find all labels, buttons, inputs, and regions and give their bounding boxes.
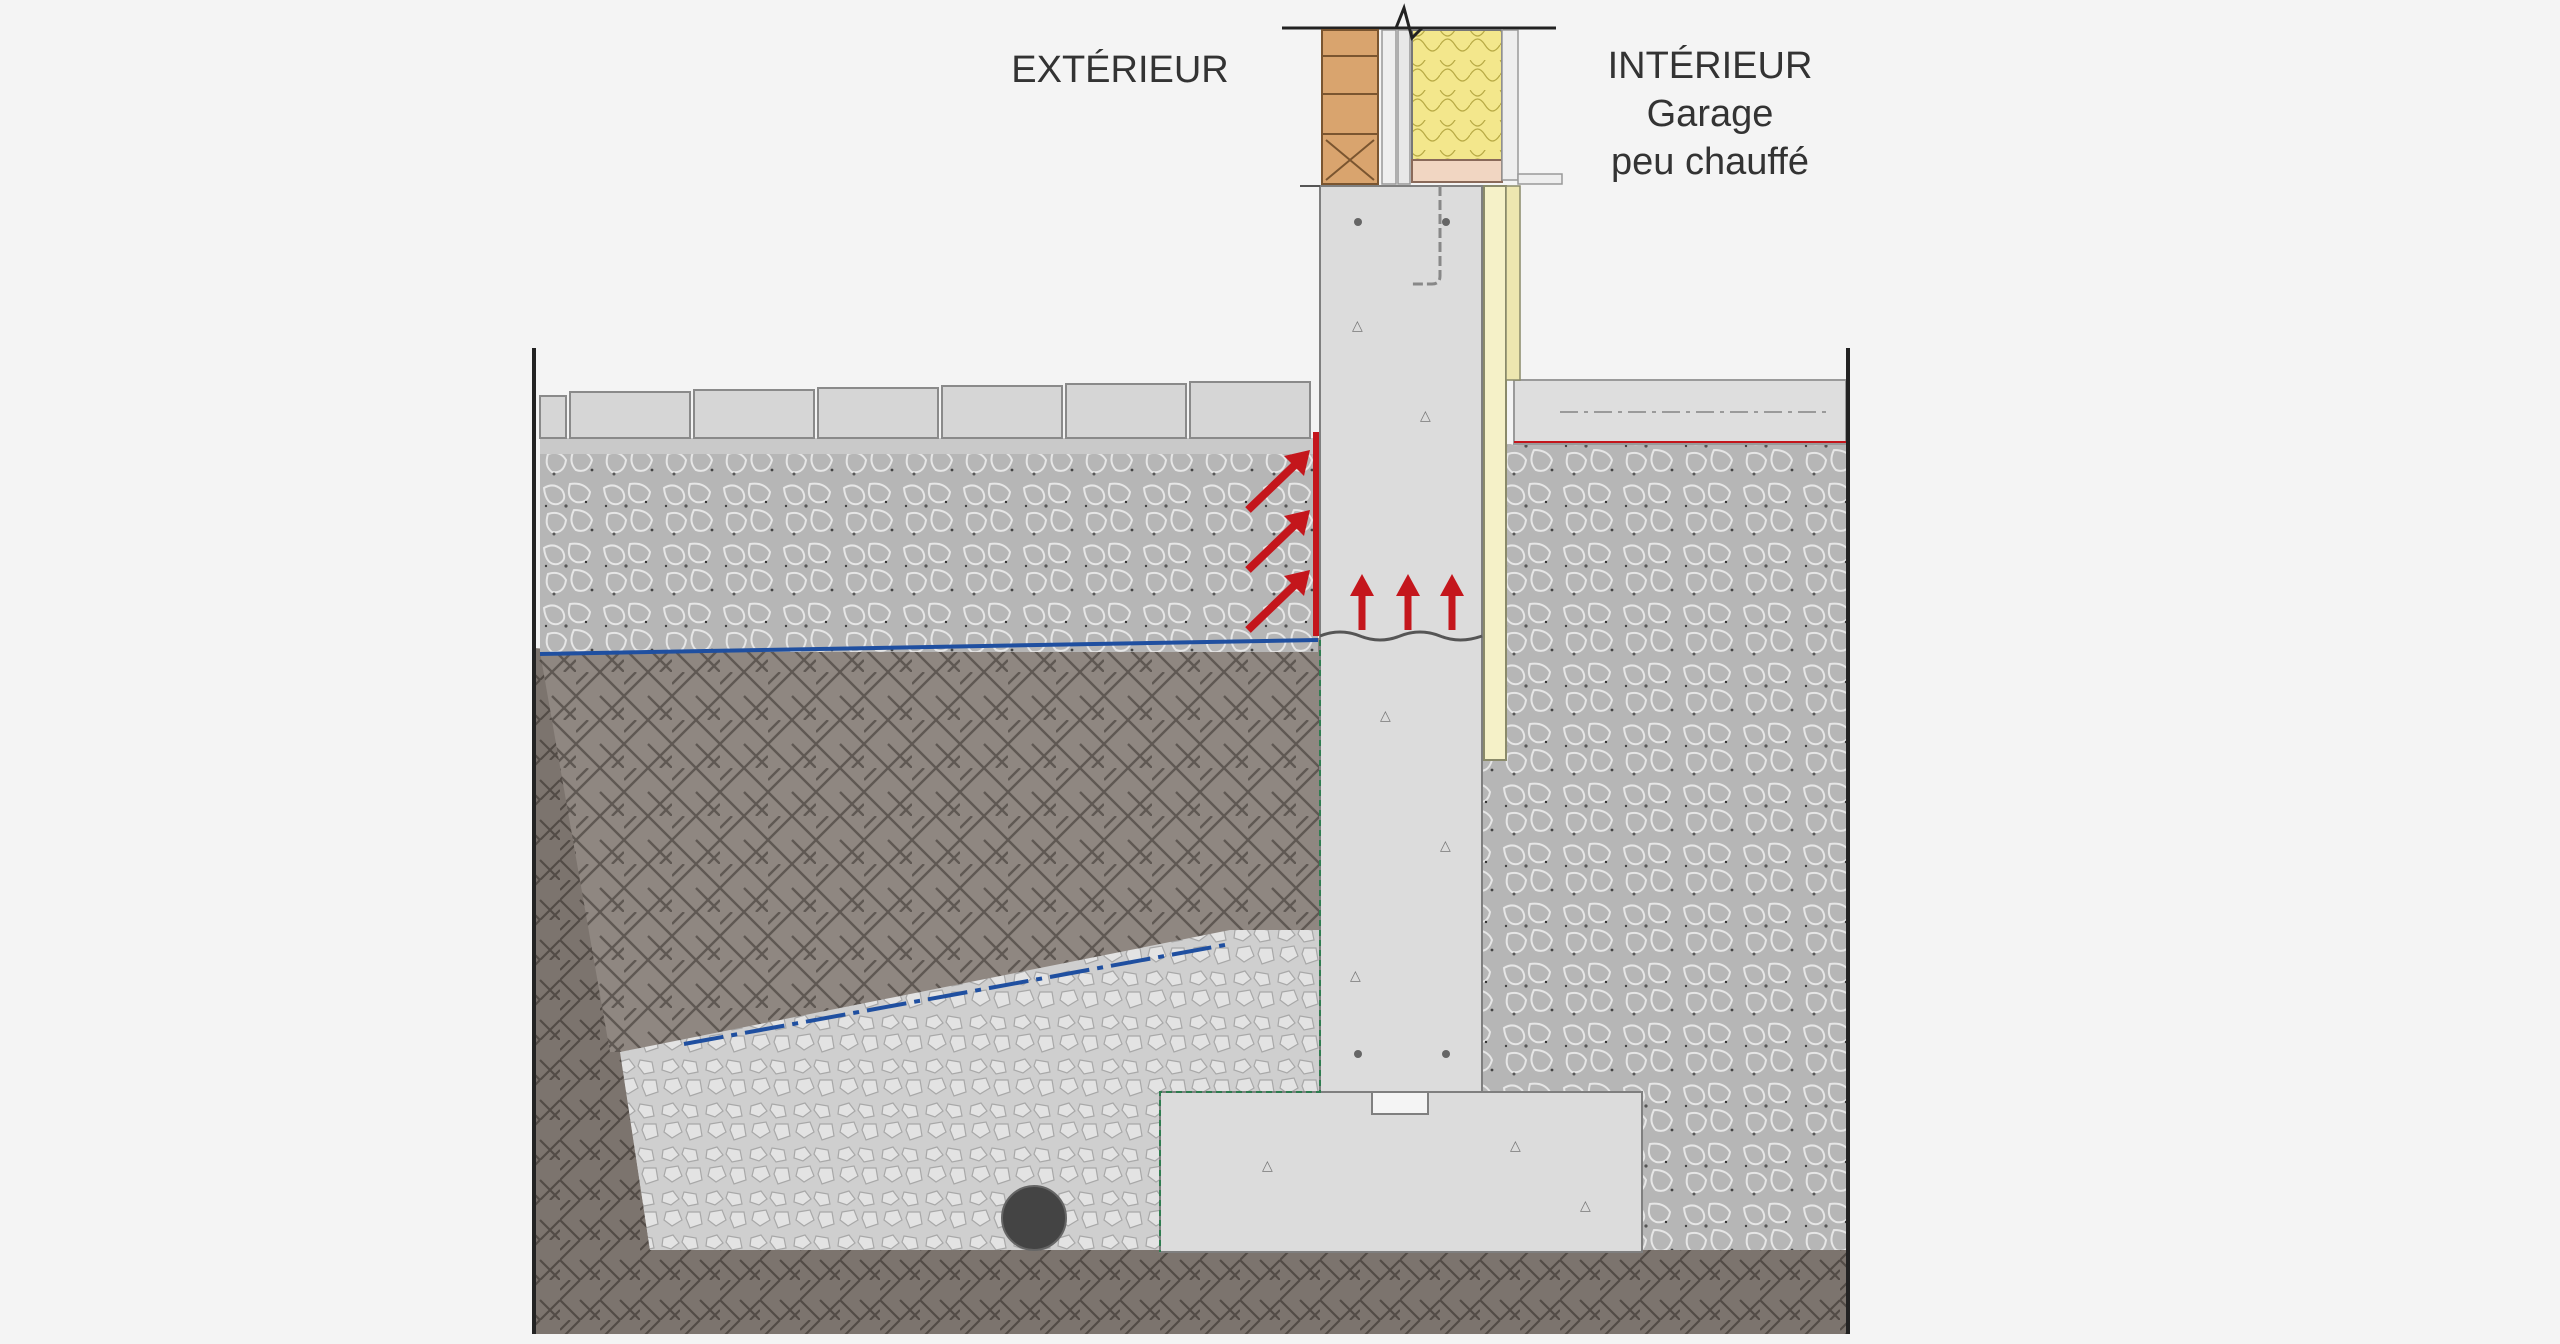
crushed-stone-bed bbox=[620, 930, 1320, 1250]
svg-text:△: △ bbox=[1350, 967, 1361, 983]
svg-text:△: △ bbox=[1380, 707, 1391, 723]
svg-text:△: △ bbox=[1580, 1197, 1591, 1213]
water-table-lines bbox=[539, 638, 1319, 1046]
paving-blocks bbox=[539, 381, 1311, 439]
interior-label-line1: INTÉRIEUR bbox=[1607, 45, 1813, 87]
svg-text:△: △ bbox=[1262, 1157, 1273, 1173]
drain-pipe-icon bbox=[1001, 1185, 1067, 1251]
svg-text:△: △ bbox=[1352, 317, 1363, 333]
svg-text:△: △ bbox=[1510, 1137, 1521, 1153]
concrete-footing: △ △ △ bbox=[1159, 1091, 1643, 1253]
svg-text:△: △ bbox=[1420, 407, 1431, 423]
interior-label-line2: Garage bbox=[1646, 93, 1774, 135]
moisture-arrow-icon bbox=[1350, 574, 1464, 630]
exterior-label: EXTÉRIEUR bbox=[1011, 49, 1229, 91]
exterior-gravel-layer bbox=[540, 452, 1318, 652]
dampproofing-membrane bbox=[1159, 640, 1321, 1252]
garage-slab bbox=[1513, 379, 1847, 445]
foundation-wall: △ △ △ △ △ bbox=[1319, 185, 1483, 1093]
excavation-outline bbox=[532, 348, 1850, 1334]
interior-rigid-insulation bbox=[1483, 185, 1521, 761]
interior-label: INTÉRIEUR Garage peu chauffé bbox=[1560, 42, 1860, 186]
exterior-wall-assembly bbox=[1282, 3, 1563, 187]
exterior-backfill bbox=[540, 638, 1320, 1052]
svg-text:△: △ bbox=[1440, 837, 1451, 853]
interior-label-line3: peu chauffé bbox=[1611, 141, 1809, 183]
moisture-arrow-icon bbox=[1245, 450, 1310, 633]
